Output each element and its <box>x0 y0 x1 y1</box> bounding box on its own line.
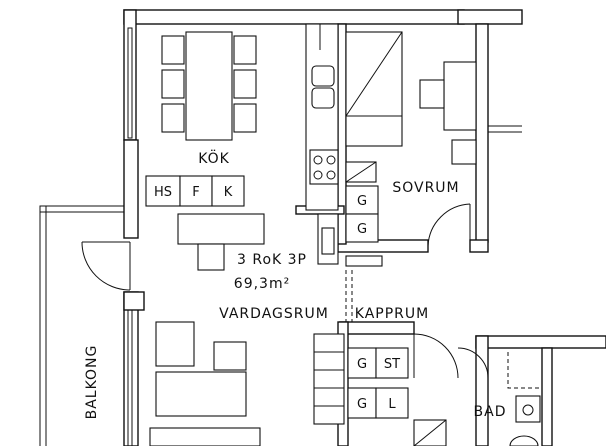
kitchen-unit-k <box>211 175 245 207</box>
kitchen-unit-k-label: K <box>224 185 233 200</box>
room-label-kapprum: KAPPRUM <box>355 306 429 322</box>
stove-icon <box>309 149 339 185</box>
sofa <box>155 371 247 417</box>
wardrobe-l <box>375 387 409 419</box>
kapprum: KAPPRUM G ST G L <box>313 306 459 446</box>
sink-icon <box>311 65 335 87</box>
dining-table <box>185 31 233 141</box>
balcony <box>39 205 124 446</box>
room-label-balkong: BALKONG <box>84 345 100 420</box>
chair <box>233 35 257 65</box>
desk <box>443 61 477 131</box>
kitchen-unit-hs <box>145 175 181 207</box>
wardrobe-g <box>345 213 379 243</box>
desk-chair <box>419 79 445 109</box>
wall-left-pillar <box>123 139 139 239</box>
bottom-furniture <box>149 427 261 446</box>
walls <box>123 9 606 446</box>
room-label-bad: BAD <box>474 404 507 420</box>
wall-top-right <box>457 9 523 25</box>
kitchen: HS F K KÖK <box>145 23 339 211</box>
wall-living-pillar <box>123 291 145 311</box>
kitchen-unit-hs-label: HS <box>154 185 172 200</box>
living-desk <box>177 213 339 271</box>
room-label-kok: KÖK <box>198 149 230 167</box>
room-label-sovrum: SOVRUM <box>392 180 459 196</box>
coffee-table <box>213 341 247 371</box>
sovrum-wardrobe-label: G <box>357 194 367 209</box>
armchair <box>155 321 195 367</box>
balcony-door[interactable] <box>81 241 131 291</box>
apartment-type: 3 RoK 3P <box>237 252 307 268</box>
living-room: VARDAGSRUM <box>149 306 329 446</box>
kapprum-wardrobe-label: ST <box>384 357 400 372</box>
toilet-icon <box>509 435 539 446</box>
shoe-shelf <box>313 333 345 425</box>
kapprum-wardrobe-label: G <box>357 397 367 412</box>
chair <box>161 103 185 133</box>
chair <box>161 69 185 99</box>
sink-icon <box>311 87 335 109</box>
sovrum-wardrobe-label: G <box>357 222 367 237</box>
wall-kapprum-top <box>339 321 415 335</box>
chair <box>233 69 257 99</box>
chair <box>161 35 185 65</box>
apartment-area: 69,3m² <box>234 276 290 292</box>
bed <box>345 31 403 147</box>
wardrobe-st <box>375 347 409 379</box>
bathroom: BAD <box>457 347 553 446</box>
washbasin-icon <box>515 395 541 423</box>
hall-details <box>345 255 383 322</box>
wall-left-upper <box>123 9 137 141</box>
wall-sovrum-bottom-right <box>469 239 489 253</box>
kitchen-unit-f <box>179 175 213 207</box>
nightstand <box>451 139 477 165</box>
wall-right-upper <box>475 23 489 243</box>
wall-left-lower <box>123 291 139 446</box>
room-label-vardagsrum: VARDAGSRUM <box>219 306 329 322</box>
kapprum-wardrobe-label: G <box>357 357 367 372</box>
wall-bad-left <box>475 335 489 446</box>
chair <box>233 103 257 133</box>
window-kitchen <box>127 27 133 139</box>
wall-bad-top <box>475 335 606 349</box>
kitchen-unit-f-label: F <box>192 185 199 200</box>
wall-top <box>123 9 465 25</box>
wardrobe-g <box>347 347 377 379</box>
kapprum-wardrobe-label: L <box>388 397 396 412</box>
bedroom: G G SOVRUM <box>345 31 477 247</box>
